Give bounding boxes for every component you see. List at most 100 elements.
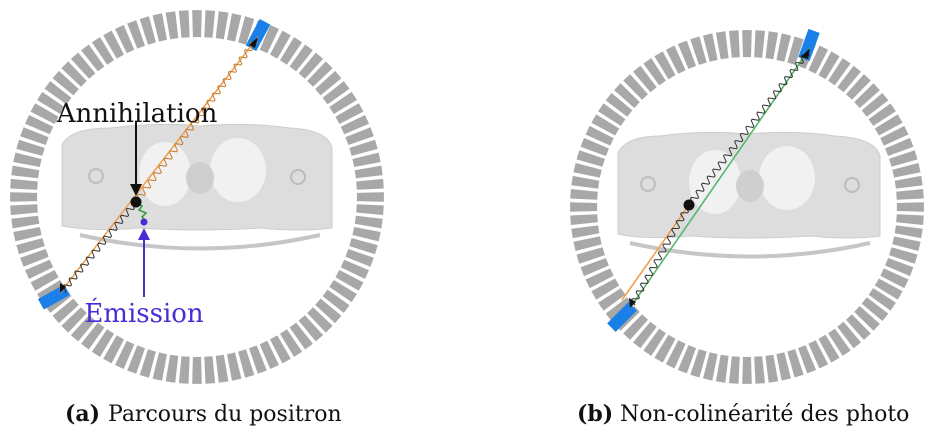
shoulder-left-b xyxy=(640,176,656,192)
ring-a-detector-block xyxy=(139,16,156,45)
panel-a: Annihilation Émission (a) Parcours du po… xyxy=(10,10,384,427)
ring-b-detector-block xyxy=(605,297,633,321)
ring-b-detector-block xyxy=(885,137,914,156)
ring-b-detector-block xyxy=(885,258,914,277)
ring-b-detector-block xyxy=(598,288,626,311)
ring-a-detector-block xyxy=(289,44,313,72)
ring-a-detector-block xyxy=(20,127,49,145)
lung-right-a xyxy=(210,138,266,202)
ring-a-detector-block xyxy=(61,307,87,333)
ring-b-detector-block xyxy=(837,65,861,93)
ring-b-detector-block xyxy=(633,321,657,349)
ring-b-detector-block xyxy=(715,31,729,60)
ring-a-detector-block xyxy=(11,215,40,229)
ring-b-detector-block xyxy=(889,247,918,264)
ring-a-detector-block xyxy=(152,13,167,42)
ring-b-detector-block xyxy=(573,236,602,251)
ring-b-detector-block xyxy=(598,103,626,126)
ring-b-detector-block xyxy=(715,354,729,383)
ring-a-detector-block xyxy=(322,81,350,105)
annihilation-pointer-head xyxy=(130,184,142,196)
emission-label: Émission xyxy=(84,297,204,329)
ring-a-detector-block xyxy=(335,270,364,291)
ring-a-detector-block xyxy=(25,259,54,279)
ring-a-detector-block xyxy=(10,192,38,202)
ring-b-detector-block xyxy=(614,83,640,108)
ring-b-detector-block xyxy=(665,340,686,369)
heart-a xyxy=(186,162,214,194)
photon-wave-upper-b xyxy=(688,52,810,207)
ring-a-detector-block xyxy=(103,335,124,364)
ring-a-detector-block xyxy=(16,139,45,156)
ring-a-detector-block xyxy=(127,345,145,374)
active-detector-top-b xyxy=(798,28,820,62)
active-detector-bottom-b xyxy=(607,302,637,332)
ring-b-detector-block xyxy=(846,314,871,340)
emission-pointer-head xyxy=(138,228,150,240)
caption-a-text: Parcours du positron xyxy=(108,402,342,427)
ring-a-detector-block xyxy=(178,356,190,384)
ring-a-detector-block xyxy=(227,13,242,42)
ring-b-detector-block xyxy=(896,202,924,212)
ring-a-detector-block xyxy=(280,37,303,65)
ring-a-detector-block xyxy=(307,307,333,333)
ring-b-detector-block xyxy=(874,278,903,300)
ring-b-detector-block xyxy=(570,189,598,200)
ring-b-detector-block xyxy=(570,214,598,225)
ct-body-slice-a xyxy=(61,123,333,251)
ring-b-detector-block xyxy=(729,356,740,384)
ring-b-detector-block xyxy=(808,340,829,369)
positron-range-path xyxy=(135,201,148,223)
ring-b-detector-block xyxy=(591,114,620,136)
ring-a-detector-block xyxy=(315,70,342,96)
ring-b-detector-block xyxy=(677,345,696,374)
ring-b-detector-block xyxy=(585,125,614,146)
ring-a-detector-block xyxy=(127,20,145,49)
ring-b-detector-block xyxy=(742,30,752,58)
ring-a-detector-block xyxy=(115,340,135,369)
ring-b-detector-block xyxy=(677,40,696,69)
ring-a-detector-block xyxy=(204,356,216,384)
ring-b-detector-block xyxy=(623,314,648,340)
ring-a-detector-block xyxy=(340,259,369,279)
ring-a-detector-block xyxy=(356,204,384,216)
ring-a-detector-block xyxy=(238,16,255,45)
ring-b-detector-block xyxy=(754,356,765,384)
ring-b-detector-block xyxy=(837,321,861,349)
ring-b-detector-block xyxy=(896,189,924,200)
ring-b-detector-block xyxy=(818,51,840,80)
ring-a-detector-block xyxy=(70,315,96,342)
ring-a-detector-block xyxy=(165,11,179,40)
ring-b-detector-block xyxy=(892,163,921,178)
shoulder-right-a xyxy=(290,169,306,185)
ring-b-detector-block xyxy=(798,345,817,374)
ring-a-detector-block xyxy=(289,322,313,350)
ring-a-detector-block xyxy=(165,354,179,383)
ring-b-detector-block xyxy=(874,114,903,136)
ring-b-detector-block xyxy=(605,93,633,117)
ring-b-detector-block xyxy=(754,30,765,58)
ring-a-detector-block xyxy=(81,322,105,350)
ring-a-detector-block xyxy=(10,178,38,190)
ring-b-detector-block xyxy=(880,268,909,289)
ring-b-detector-block xyxy=(776,352,791,381)
ring-b-detector-block xyxy=(703,33,718,62)
ring-a-detector-block xyxy=(249,345,267,374)
ring-b-detector-block xyxy=(765,354,779,383)
ring-a-detector-block xyxy=(44,81,72,105)
shoulder-left-a xyxy=(88,168,104,184)
detector-ring-b xyxy=(570,30,924,384)
lung-right-b xyxy=(759,146,815,210)
ring-a-detector-block xyxy=(13,152,42,167)
ring-a-detector-block xyxy=(20,249,49,267)
lung-left-a xyxy=(139,142,191,206)
ring-a-detector-block xyxy=(352,152,381,167)
ring-b-detector-block xyxy=(828,58,851,86)
ring-b-detector-block xyxy=(573,163,602,178)
ring-a-detector-block xyxy=(81,44,105,72)
ring-b-detector-block xyxy=(894,175,923,189)
ring-a-detector-block xyxy=(354,215,383,229)
ring-b-detector-block xyxy=(690,349,707,378)
annihilation-label: Annihilation xyxy=(56,99,218,129)
ring-b-detector-block xyxy=(571,225,600,239)
